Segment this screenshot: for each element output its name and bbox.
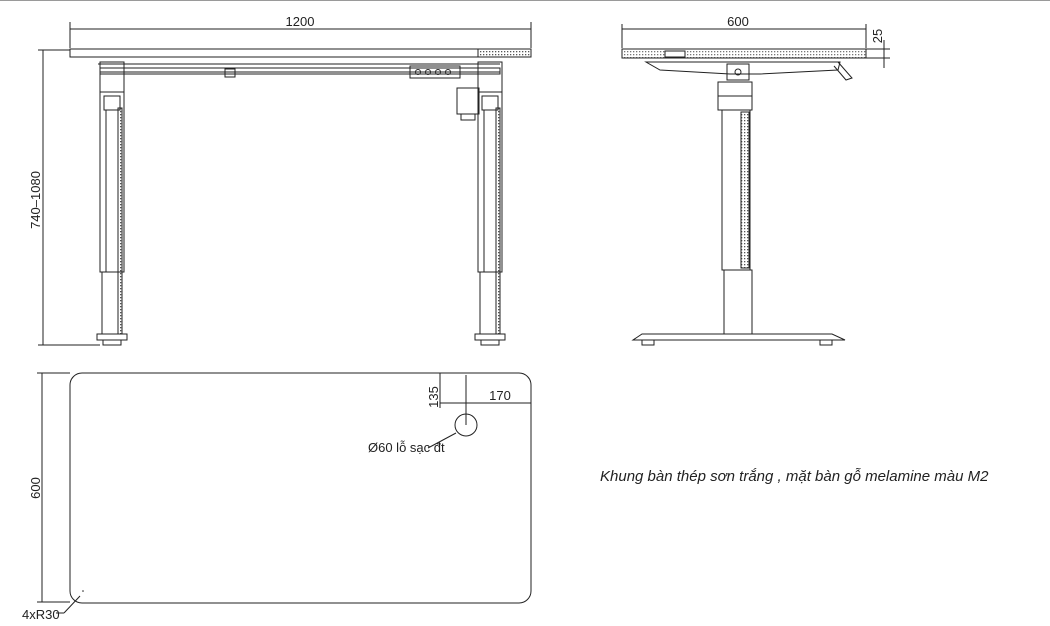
plan-depth-label: 600 [28,477,43,499]
front-tabletop [69,48,532,58]
plan-depth-dimension: 600 [28,372,70,603]
height-range-label: 740–1080 [28,171,43,229]
side-bracket [644,61,841,75]
top-border-line [0,0,1050,1]
front-left-leg [96,61,128,346]
front-width-dimension: 1200 [69,14,532,48]
top-thickness-label: 25 [870,29,885,43]
plan-tabletop [69,372,532,604]
side-view: 600 25 [621,14,890,346]
corner-radius-label: 4xR30 [22,607,60,622]
front-view: 1200 740–1080 [28,14,532,346]
motor-housing [456,87,480,115]
control-box [409,65,461,79]
cable-hole-label: Ø60 lỗ sạc đt [368,440,445,455]
height-dimension: 740–1080 [28,49,100,346]
front-right-leg [474,61,506,346]
side-lower-column [723,269,753,335]
side-depth-label: 600 [727,14,749,29]
side-depth-dimension: 600 [621,14,867,48]
description-caption: Khung bàn thép sơn trắng , mặt bàn gỗ me… [600,468,989,485]
beam-clamp [224,68,236,78]
front-tabletop-section [477,48,532,58]
side-foot [631,333,846,341]
top-thickness-dimension: 25 [866,29,890,68]
hole-offset-x-label: 170 [489,388,511,403]
plan-view: 600 135 170 Ø60 lỗ sạc đt 4xR30 [22,372,532,622]
front-width-label: 1200 [286,14,315,29]
hole-offset-y-label: 135 [426,386,441,408]
